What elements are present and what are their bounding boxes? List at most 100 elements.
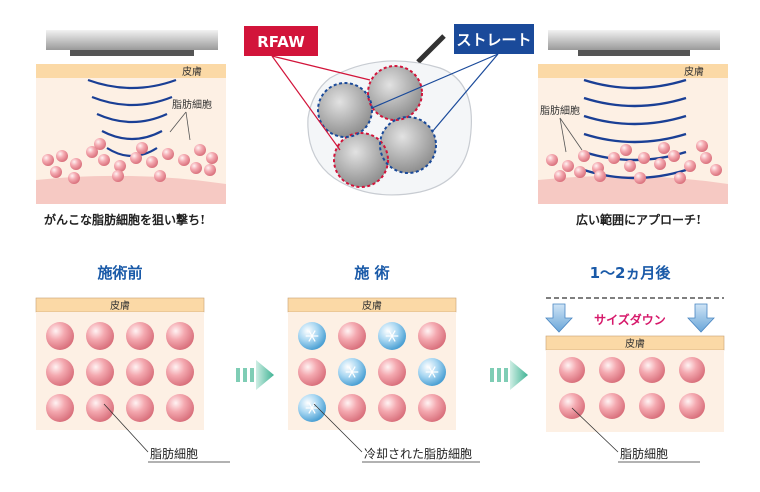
fat-cell: [130, 152, 142, 164]
fat-cell: [136, 142, 148, 154]
fat-cell: [608, 152, 620, 164]
label-leader: [313, 403, 363, 453]
electrode-rings: [317, 65, 437, 188]
fat-cell: [638, 152, 650, 164]
fat-cell: [599, 393, 625, 419]
progress-arrow-2: [490, 360, 528, 390]
fat-cell-label: 脂肪細胞: [150, 446, 198, 461]
muscle-layer: [36, 175, 226, 204]
fat-cell: [126, 394, 154, 422]
fat-cell-cluster: [546, 140, 722, 184]
device-illustration: RFAW ストレート: [244, 24, 534, 196]
fat-cell: [86, 394, 114, 422]
device-cable: [416, 34, 446, 64]
rf-waves: [87, 78, 177, 158]
fat-cell: [42, 154, 54, 166]
fat-cell: [86, 322, 114, 350]
fat-cell: [418, 322, 446, 350]
fat-cell: [126, 358, 154, 386]
electrode-left: [318, 83, 372, 137]
fat-cell: [578, 150, 590, 162]
fat-cell-label: 脂肪細胞: [172, 98, 212, 111]
fat-cell-grid: [298, 322, 446, 422]
fat-cell: [112, 170, 124, 182]
fat-cell: [684, 160, 696, 172]
skin-label: 皮膚: [625, 337, 645, 350]
fat-cell: [86, 358, 114, 386]
fat-label-leader: [169, 111, 191, 141]
skin-layer: [36, 64, 226, 78]
electrode-top: [368, 66, 422, 120]
fat-cell: [574, 166, 586, 178]
fat-cell: [114, 160, 126, 172]
label-leader: [103, 403, 149, 453]
skin-label: 皮膚: [110, 299, 130, 312]
down-arrow-right: [687, 303, 715, 333]
top-left-panel: 皮膚 脂肪細胞 がんこな脂肪細胞を狙い撃ち!: [36, 30, 226, 227]
fat-cell: [190, 162, 202, 174]
fat-cell: [204, 164, 216, 176]
fat-cell: [206, 152, 218, 164]
skin-label: 皮膚: [182, 65, 202, 78]
fat-cell: [559, 357, 585, 383]
stage-title: 1〜2ヵ月後: [590, 264, 672, 282]
fat-cell-label: 脂肪細胞: [620, 446, 668, 461]
stage-after: 1〜2ヵ月後 サイズダウン 皮膚 脂肪細胞: [545, 264, 725, 463]
fat-cell: [86, 146, 98, 158]
down-arrow-left: [545, 303, 573, 333]
fat-cell: [594, 170, 606, 182]
fat-cell: [562, 160, 574, 172]
fat-cell-grid: [559, 357, 705, 419]
fat-cell: [166, 358, 194, 386]
applicator-plate: [46, 30, 218, 50]
fat-cell: [94, 138, 106, 150]
electrode-bottom: [334, 133, 388, 187]
fat-cell: [639, 357, 665, 383]
fat-cell: [418, 394, 446, 422]
fat-cell: [46, 394, 74, 422]
straight-tag-text: ストレート: [456, 31, 531, 49]
electrode-right: [380, 117, 436, 173]
label-leader: [571, 407, 619, 453]
fat-cell: [679, 393, 705, 419]
size-down-label: サイズダウン: [594, 312, 666, 327]
fat-cell: [546, 154, 558, 166]
applicator-edge: [578, 50, 690, 56]
snowflake-icon: [428, 366, 436, 378]
straight-pointer-lines: [371, 53, 499, 133]
fat-cell: [674, 172, 686, 184]
stage-treatment: 施 術 皮膚 冷却された脂肪細胞: [287, 264, 480, 463]
fat-cell: [700, 152, 712, 164]
fat-cell: [654, 158, 666, 170]
fat-cell: [599, 357, 625, 383]
progress-arrow-1: [236, 360, 274, 390]
skin-layer: [538, 64, 728, 78]
fat-cell-cluster: [42, 138, 218, 184]
fat-cell: [679, 357, 705, 383]
fat-cell: [378, 358, 406, 386]
applicator-plate: [548, 30, 720, 50]
fat-cell: [639, 393, 665, 419]
rfaw-tag-text: RFAW: [257, 33, 305, 51]
fat-cell: [194, 144, 206, 156]
fat-cell: [56, 150, 68, 162]
stage-before: 施術前 皮膚 脂肪細胞: [35, 264, 230, 463]
rfaw-tag: [244, 26, 318, 56]
fat-cell: [154, 170, 166, 182]
top-right-panel: 皮膚 脂肪細胞 広い範囲にアプローチ!: [538, 30, 728, 227]
rfaw-pointer-lines: [271, 55, 371, 151]
skin-label: 皮膚: [684, 65, 704, 78]
fat-cell-grid: [46, 322, 194, 422]
straight-tag: [454, 24, 534, 54]
fat-cell-label: 脂肪細胞: [540, 104, 580, 117]
cooled-fat-cell-label: 冷却された脂肪細胞: [364, 446, 472, 461]
snowflake-icon: [348, 366, 356, 378]
stage-title: 施 術: [354, 264, 389, 282]
fat-cell: [178, 154, 190, 166]
fat-cell: [70, 158, 82, 170]
snowflake-icon: [388, 330, 396, 342]
skin-label: 皮膚: [362, 299, 382, 312]
fat-cell: [126, 322, 154, 350]
fat-cell: [46, 358, 74, 386]
